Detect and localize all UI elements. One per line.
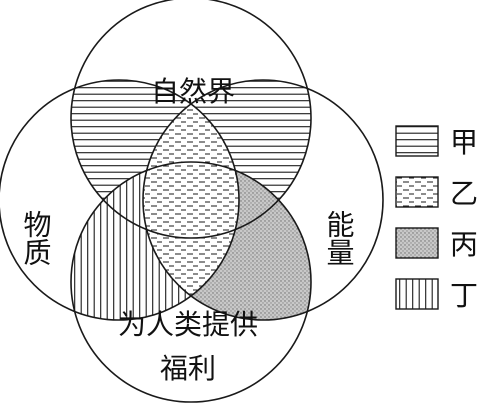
- legend-label-bing: 丙: [450, 228, 478, 261]
- legend-swatch-bing: [396, 228, 438, 258]
- legend-label-jia: 甲: [450, 126, 478, 159]
- legend-item-jia: 甲: [395, 125, 478, 159]
- label-right: 能量: [323, 210, 356, 266]
- legend-item-ding: 丁: [395, 278, 478, 312]
- legend-swatch-yi: [396, 177, 438, 207]
- legend-item-yi: 乙: [395, 176, 478, 210]
- legend-label-yi: 乙: [450, 177, 478, 210]
- circle-left: [0, 79, 240, 321]
- label-left: 物质: [20, 210, 53, 266]
- legend-label-ding: 丁: [450, 279, 478, 312]
- label-top: 自然界: [151, 75, 235, 108]
- circle-right: [142, 79, 384, 321]
- legend-item-bing: 丙: [395, 227, 478, 261]
- legend: 甲 乙 丙 丁: [395, 125, 478, 312]
- legend-swatch-ding: [396, 279, 438, 309]
- circle-top: [70, 0, 312, 239]
- label-bottom-line2: 福利: [160, 352, 216, 385]
- legend-swatch-jia: [396, 126, 438, 156]
- label-bottom-line1: 为人类提供: [118, 308, 258, 341]
- circle-bottom: [70, 161, 312, 403]
